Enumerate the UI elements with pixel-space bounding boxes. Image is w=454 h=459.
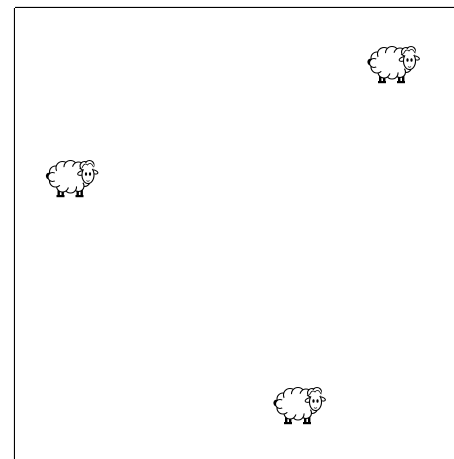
grid-cell-r2-c0[interactable]	[15, 236, 128, 350]
grid-cell-r0-c1[interactable]	[128, 8, 242, 122]
grid-cell-r2-c1[interactable]	[128, 236, 242, 350]
grid-cell-r1-c3[interactable]	[356, 122, 454, 236]
grid-cell-r1-c2[interactable]	[242, 122, 356, 236]
grid-cell-r3-c1[interactable]	[128, 350, 242, 459]
grid-cell-r2-c2[interactable]	[242, 236, 356, 350]
grid-cell-r2-c3[interactable]	[356, 236, 454, 350]
grid-cell-r0-c2[interactable]	[242, 8, 356, 122]
grid-cell-r0-c0[interactable]	[15, 8, 128, 122]
grid-cell-r3-c0[interactable]	[15, 350, 128, 459]
grid-cell-r1-c1[interactable]	[128, 122, 242, 236]
grid-cell-r3-c3[interactable]	[356, 350, 454, 459]
